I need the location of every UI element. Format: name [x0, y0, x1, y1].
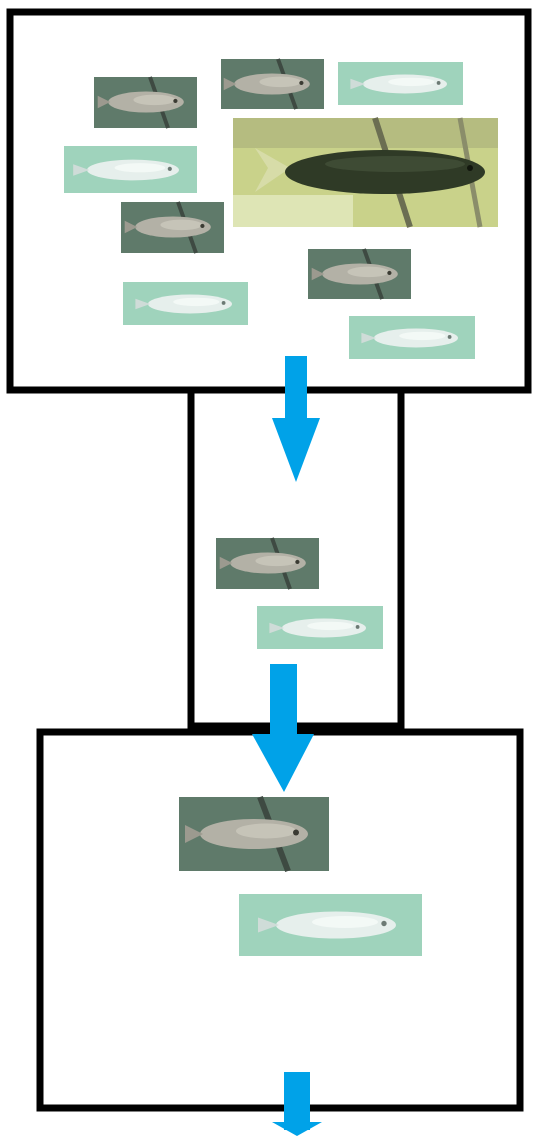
- fish-thumbnail: [349, 316, 475, 359]
- stage-1-fish-group: [64, 58, 498, 359]
- stage-2-fish-group: [216, 537, 383, 649]
- down-arrow-icon: [272, 356, 320, 482]
- fish-thumbnail: [308, 248, 411, 300]
- fish-thumbnail: [216, 537, 319, 590]
- fish-thumbnail: [64, 146, 197, 193]
- fish-thumbnail: [123, 282, 248, 325]
- fish-thumbnail: [338, 62, 463, 105]
- down-arrow-icon: [252, 664, 314, 792]
- fish-thumbnail: [94, 76, 197, 129]
- fish-thumbnail: [121, 201, 224, 254]
- fish-thumbnail: [257, 606, 383, 649]
- stage-3-fish-group: [179, 795, 422, 956]
- down-arrow-icon: [272, 1072, 322, 1136]
- fish-thumbnail: [179, 795, 329, 873]
- fish-thumbnail-large: [233, 117, 498, 228]
- fish-thumbnail: [221, 58, 324, 110]
- fish-thumbnail: [239, 894, 422, 956]
